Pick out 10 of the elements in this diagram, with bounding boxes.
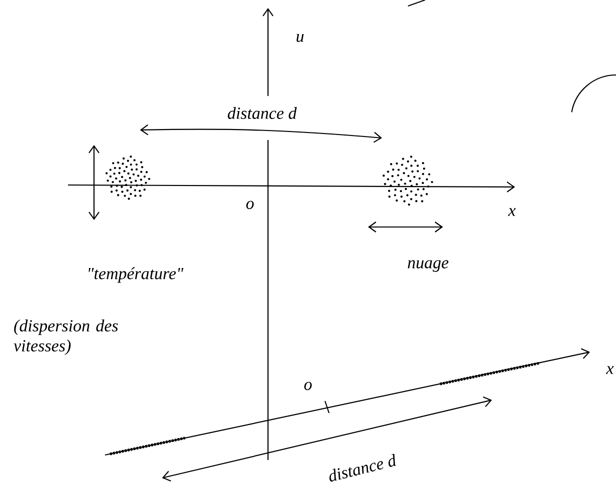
- handwritten-label: distance d: [228, 107, 297, 119]
- handwritten-label: (dispersion des vitesses): [14, 320, 118, 355]
- handwritten-label: "température": [88, 267, 184, 283]
- handwritten-label: x: [508, 208, 516, 216]
- handwritten-label: o: [304, 382, 312, 390]
- handwritten-label: x: [606, 366, 614, 374]
- handwritten-label: u: [296, 34, 304, 42]
- handwritten-label: nuage: [408, 260, 448, 272]
- handwritten-label: distance d: [329, 454, 396, 482]
- handwritten-label: o: [246, 200, 254, 210]
